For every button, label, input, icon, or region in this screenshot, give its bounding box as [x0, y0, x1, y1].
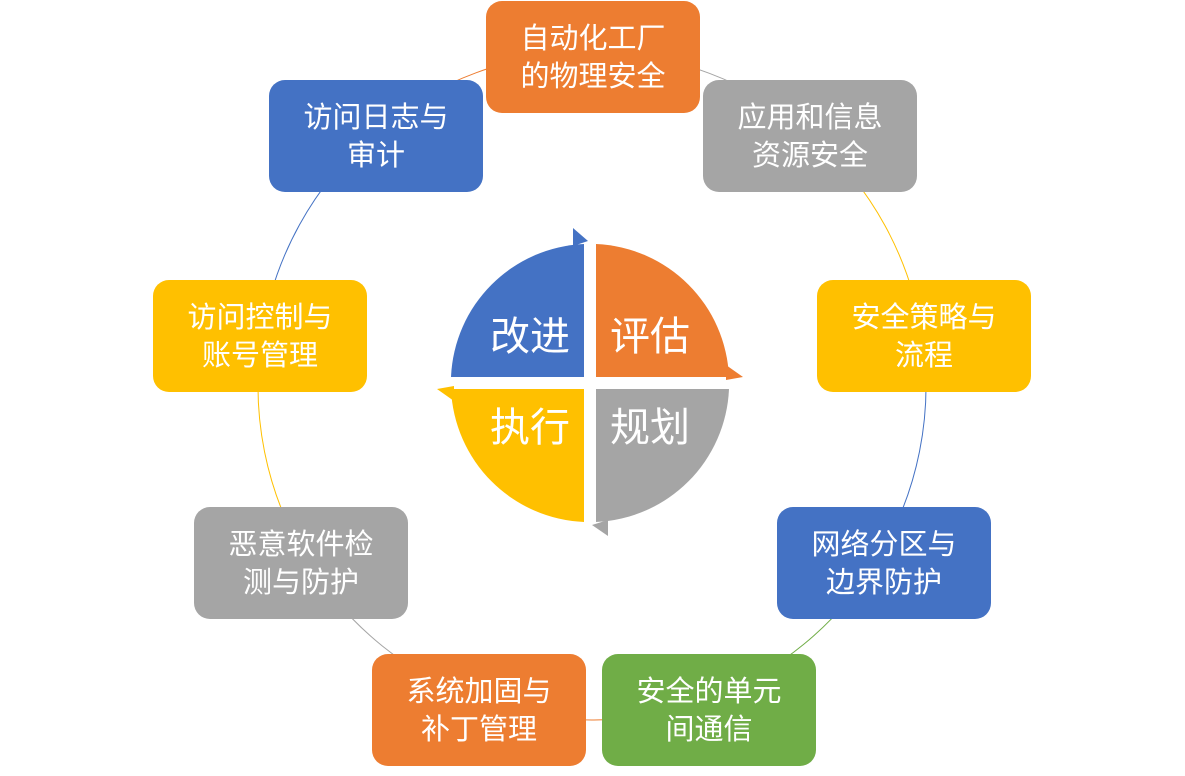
node-label-line: 边界防护 [825, 565, 942, 599]
center-cycle: 改进评估规划执行 [437, 228, 743, 536]
node-label-line: 应用和信息 [737, 100, 883, 134]
quadrant-arrow-assess [726, 365, 743, 380]
quadrant-label-execute: 执行 [490, 405, 570, 451]
node-secure-communication: 安全的单元间通信 [602, 654, 816, 766]
quadrant-execute [451, 389, 584, 522]
node-hardening-patch: 系统加固与补丁管理 [372, 654, 586, 766]
node-label-line: 访问日志与 [303, 100, 449, 134]
node-malware-detection: 恶意软件检测与防护 [194, 507, 408, 619]
node-app-info-security: 应用和信息资源安全 [703, 80, 917, 192]
quadrant-arrow-execute [437, 386, 454, 401]
quadrant-plan [596, 389, 729, 522]
node-network-zoning: 网络分区与边界防护 [777, 507, 991, 619]
node-label-line: 自动化工厂 [520, 21, 666, 55]
node-label-line: 访问控制与 [187, 300, 333, 334]
node-policy-process: 安全策略与流程 [817, 280, 1031, 392]
node-label-line: 安全的单元 [636, 674, 782, 708]
node-label-line: 补丁管理 [420, 712, 537, 746]
node-label-line: 流程 [894, 338, 953, 372]
node-label-line: 账号管理 [201, 338, 318, 372]
node-label-line: 安全策略与 [851, 300, 997, 334]
node-label-line: 资源安全 [751, 138, 868, 172]
quadrant-arrow-plan [592, 520, 608, 536]
node-logging-audit: 访问日志与审计 [269, 80, 483, 192]
quadrant-label-assess: 评估 [610, 314, 690, 360]
node-label-line: 间通信 [665, 712, 753, 746]
node-label-line: 恶意软件检 [228, 527, 374, 561]
quadrant-improve [451, 244, 584, 377]
node-label-line: 审计 [346, 138, 405, 172]
node-label-line: 系统加固与 [406, 674, 552, 708]
quadrant-label-improve: 改进 [490, 314, 570, 360]
node-physical-security: 自动化工厂的物理安全 [486, 1, 700, 113]
node-label-line: 网络分区与 [811, 527, 957, 561]
quadrant-arrow-improve [573, 228, 588, 246]
node-access-control: 访问控制与账号管理 [153, 280, 367, 392]
node-label-line: 测与防护 [242, 565, 359, 599]
quadrant-assess [596, 244, 729, 377]
node-label-line: 的物理安全 [520, 59, 666, 93]
quadrant-label-plan: 规划 [610, 405, 690, 451]
